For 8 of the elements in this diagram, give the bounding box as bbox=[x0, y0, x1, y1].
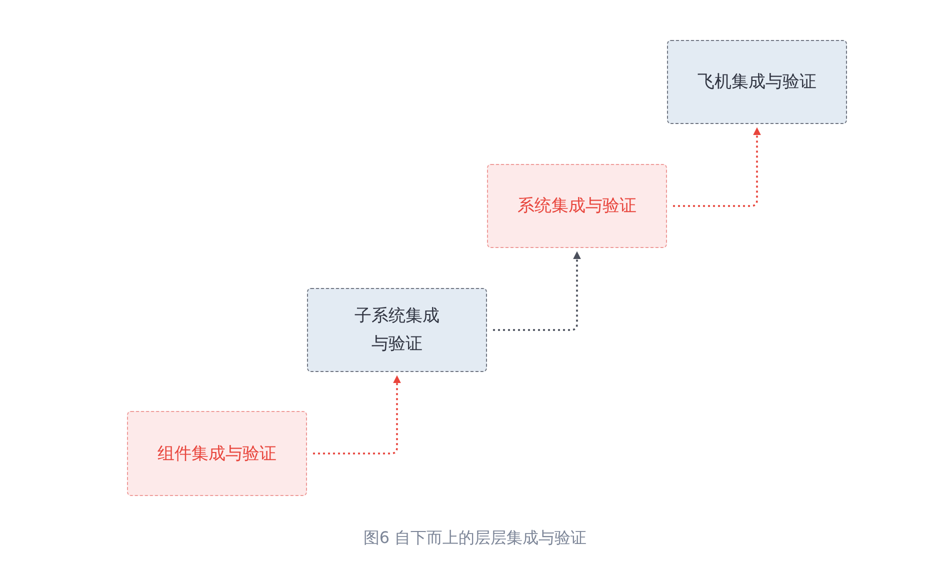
arrow bbox=[493, 251, 581, 331]
process-box: 飞机集成与验证 bbox=[667, 40, 847, 124]
process-box: 组件集成与验证 bbox=[127, 411, 307, 496]
caption: 图6 自下而上的层层集成与验证 bbox=[363, 528, 587, 547]
arrow bbox=[313, 375, 401, 454]
process-box: 系统集成与验证 bbox=[487, 164, 667, 248]
arrow bbox=[673, 127, 761, 207]
process-box: 子系统集成与验证 bbox=[307, 288, 487, 372]
